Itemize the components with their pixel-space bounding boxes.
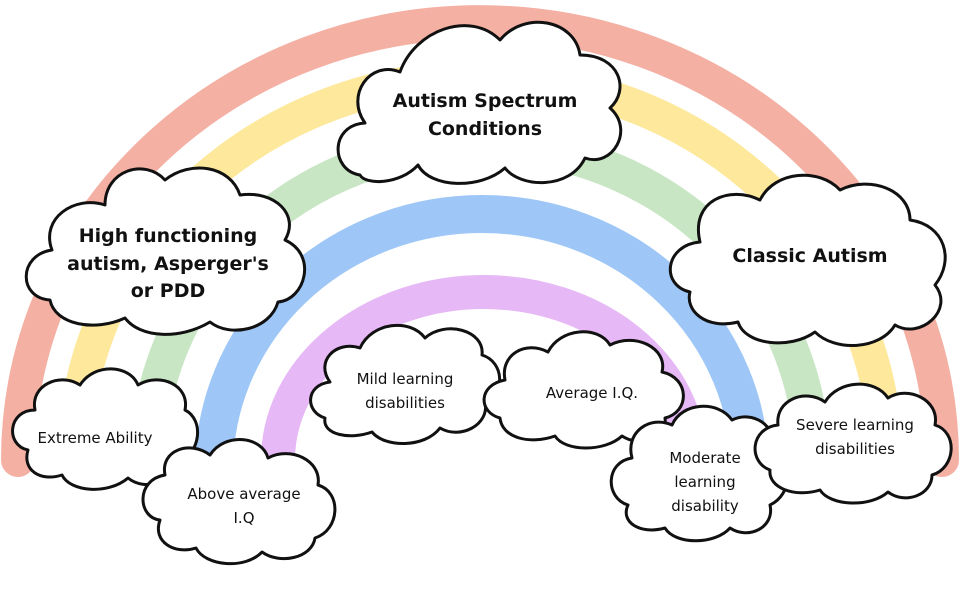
cloud-classic-autism bbox=[668, 173, 947, 348]
cloud-severe-learning bbox=[753, 382, 953, 505]
cloud-mild-learning bbox=[309, 323, 502, 445]
cloud-high-functioning bbox=[24, 166, 306, 336]
cloud-extreme-ability bbox=[11, 367, 200, 491]
cloud-title bbox=[336, 20, 623, 185]
cloud-average-iq bbox=[482, 330, 685, 450]
rainbow-band-fourth bbox=[195, 195, 769, 489]
cloud-above-average bbox=[141, 438, 337, 566]
